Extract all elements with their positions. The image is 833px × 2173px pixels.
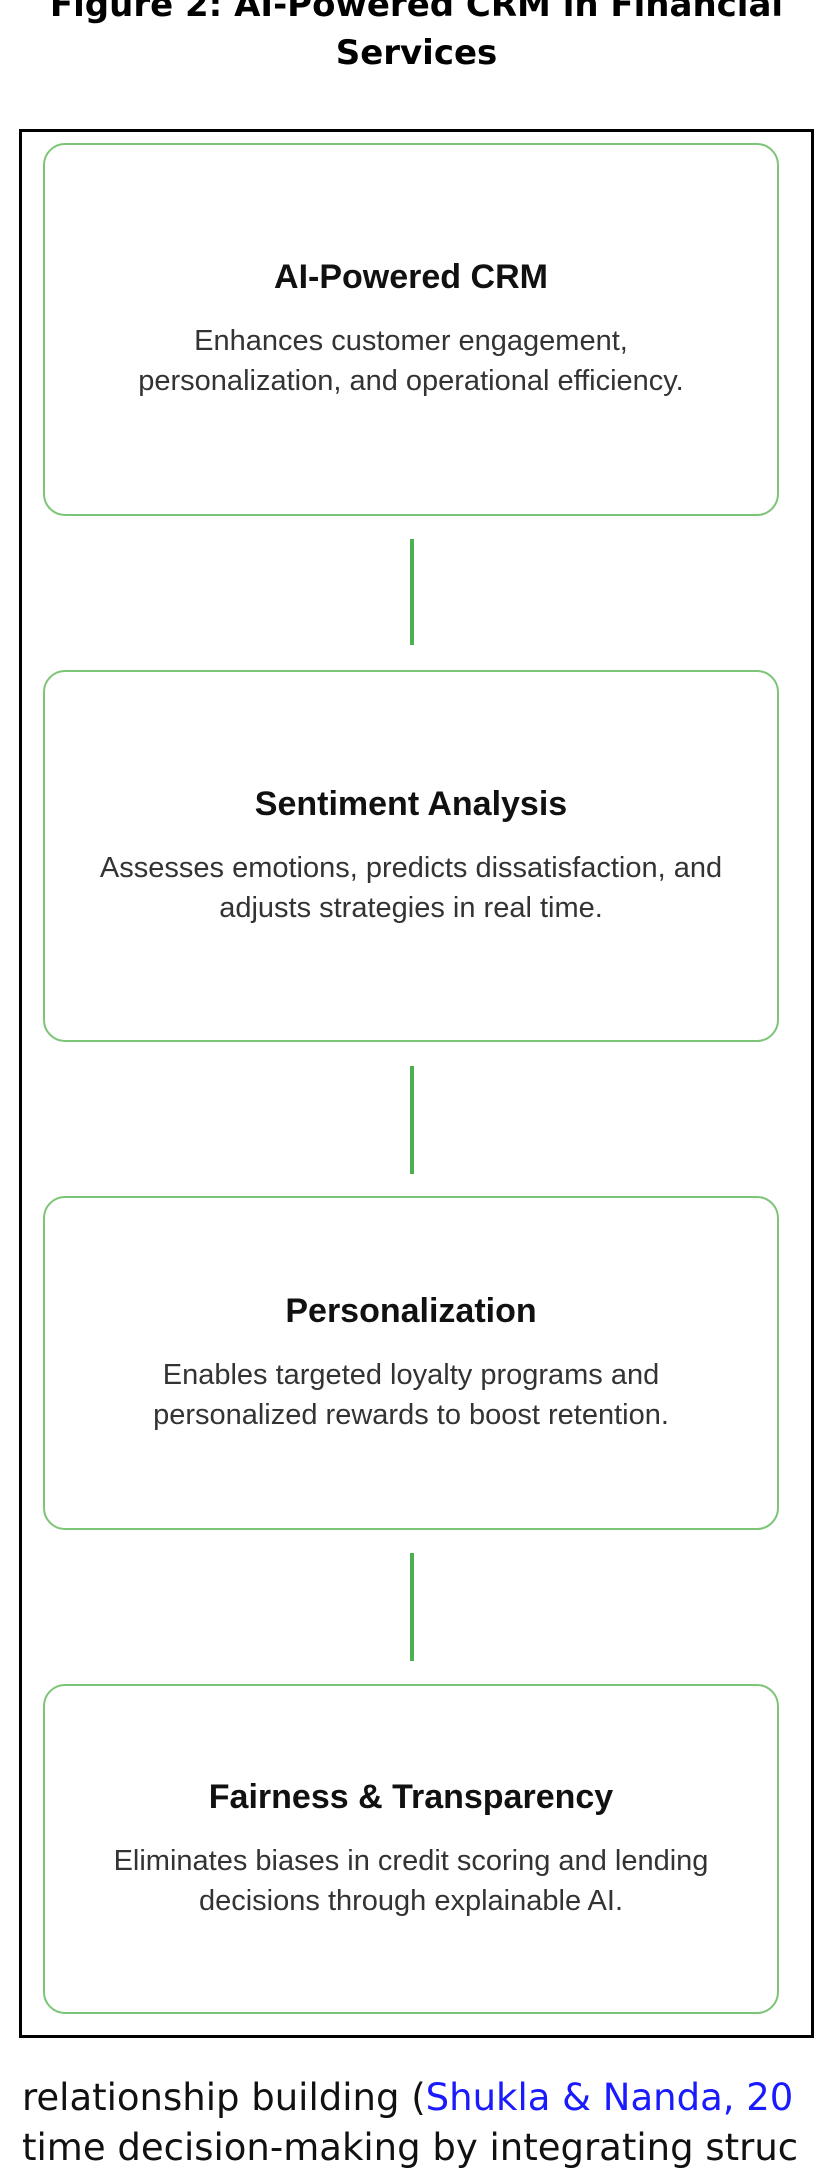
card-fairness-transparency: Fairness & Transparency Eliminates biase… bbox=[43, 1684, 779, 2014]
body-text-line-2: time decision-making by integrating stru… bbox=[22, 2126, 799, 2169]
connector-line bbox=[410, 539, 414, 645]
figure-title-line-1: Figure 2: AI-Powered CRM in Financial bbox=[49, 0, 784, 25]
body-text-line-1: relationship building (Shukla & Nanda, 2… bbox=[22, 2073, 793, 2123]
connector-line bbox=[410, 1066, 414, 1174]
card-title: Sentiment Analysis bbox=[254, 784, 568, 823]
card-ai-powered-crm: AI-Powered CRM Enhances customer engagem… bbox=[43, 143, 779, 516]
card-sentiment-analysis: Sentiment Analysis Assesses emotions, pr… bbox=[43, 670, 779, 1042]
card-description: Assesses emotions, predicts dissatisfact… bbox=[99, 851, 723, 924]
connector-line bbox=[410, 1553, 414, 1661]
card-personalization: Personalization Enables targeted loyalty… bbox=[43, 1196, 779, 1530]
card-title: AI-Powered CRM bbox=[274, 258, 548, 296]
figure-frame bbox=[19, 129, 814, 2038]
card-description: Enables targeted loyalty programs and pe… bbox=[153, 1358, 669, 1431]
body-text: relationship building ( bbox=[22, 2076, 426, 2119]
card-description: Enhances customer engagement, personaliz… bbox=[138, 325, 684, 397]
citation-link[interactable]: Shukla & Nanda, 20 bbox=[425, 2076, 794, 2119]
card-title: Fairness & Transparency bbox=[208, 1777, 614, 1816]
figure-title-line-2: Services bbox=[335, 33, 498, 73]
card-description: Eliminates biases in credit scoring and … bbox=[113, 1844, 709, 1917]
card-title: Personalization bbox=[285, 1291, 537, 1330]
